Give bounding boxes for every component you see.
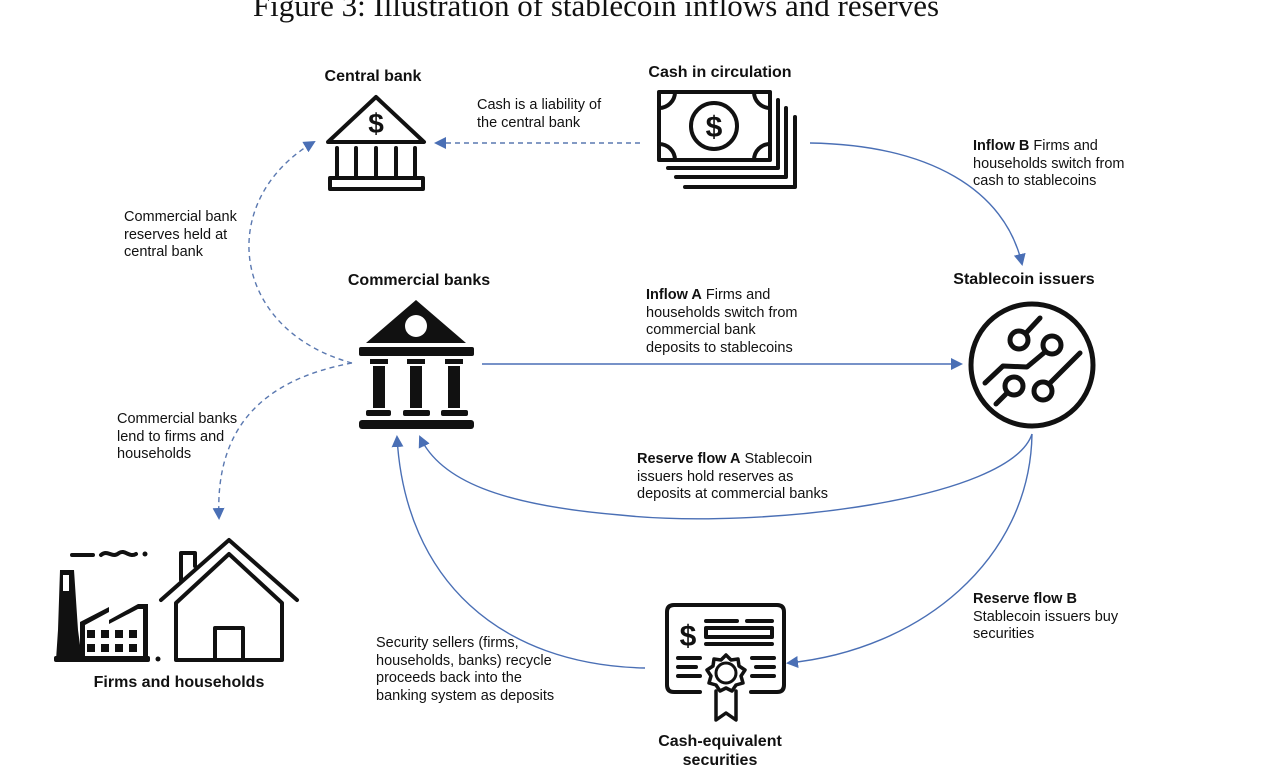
bank-icon <box>359 300 474 429</box>
figure-title: Figure 3: Illustration of stablecoin inf… <box>252 0 940 23</box>
arrow-reserve-flow-a <box>418 433 1033 520</box>
note-recycle-deposits: Security sellers (firms, households, ban… <box>376 635 555 704</box>
node-label-firms-households: Firms and households <box>93 674 265 691</box>
node-label-stablecoin-issuers: Stablecoin issuers <box>953 271 1095 288</box>
node-label-commercial-banks: Commercial banks <box>347 272 491 289</box>
node-label-securities-line1: Cash-equivalent <box>658 733 782 750</box>
node-label-central-bank: Central bank <box>324 68 422 85</box>
note-inflow-a: Inflow A Firms and households switch fro… <box>646 287 798 356</box>
dollar-sign-icon: $ <box>706 111 723 144</box>
arrow-lending-to-firms <box>212 362 353 520</box>
note-cash-liability: Cash is a liability of the central bank <box>477 97 602 131</box>
note-reserves-at-central-bank: Commercial bank reserves held at central… <box>124 209 237 260</box>
arrow-inflow-b <box>809 142 1026 266</box>
note-reserve-flow-a: Reserve flow A Stablecoin issuers hold r… <box>637 451 828 502</box>
arrow-recycle-deposits <box>391 435 646 669</box>
banknotes-icon <box>657 90 797 189</box>
node-label-securities: Cash-equivalent securities <box>640 732 800 770</box>
note-inflow-b: Inflow B Firms and households switch fro… <box>973 138 1125 189</box>
arrow-reserve-flow-b <box>786 433 1033 668</box>
bank-dollar-icon: $ <box>326 95 426 191</box>
circuit-coin-icon <box>968 301 1096 429</box>
node-label-securities-line2: securities <box>682 752 758 769</box>
certificate-icon <box>665 603 786 722</box>
svg-text:$: $ <box>368 108 384 139</box>
note-lending: Commercial banks lend to firms and house… <box>117 411 238 462</box>
arrow-reserves-to-central-bank <box>248 140 353 364</box>
node-label-cash: Cash in circulation <box>648 64 792 81</box>
dollar-sign-icon: $ <box>680 620 697 653</box>
factory-house-icon <box>54 538 299 662</box>
note-reserve-flow-b: Reserve flow B Stablecoin issuers buy se… <box>973 591 1119 642</box>
